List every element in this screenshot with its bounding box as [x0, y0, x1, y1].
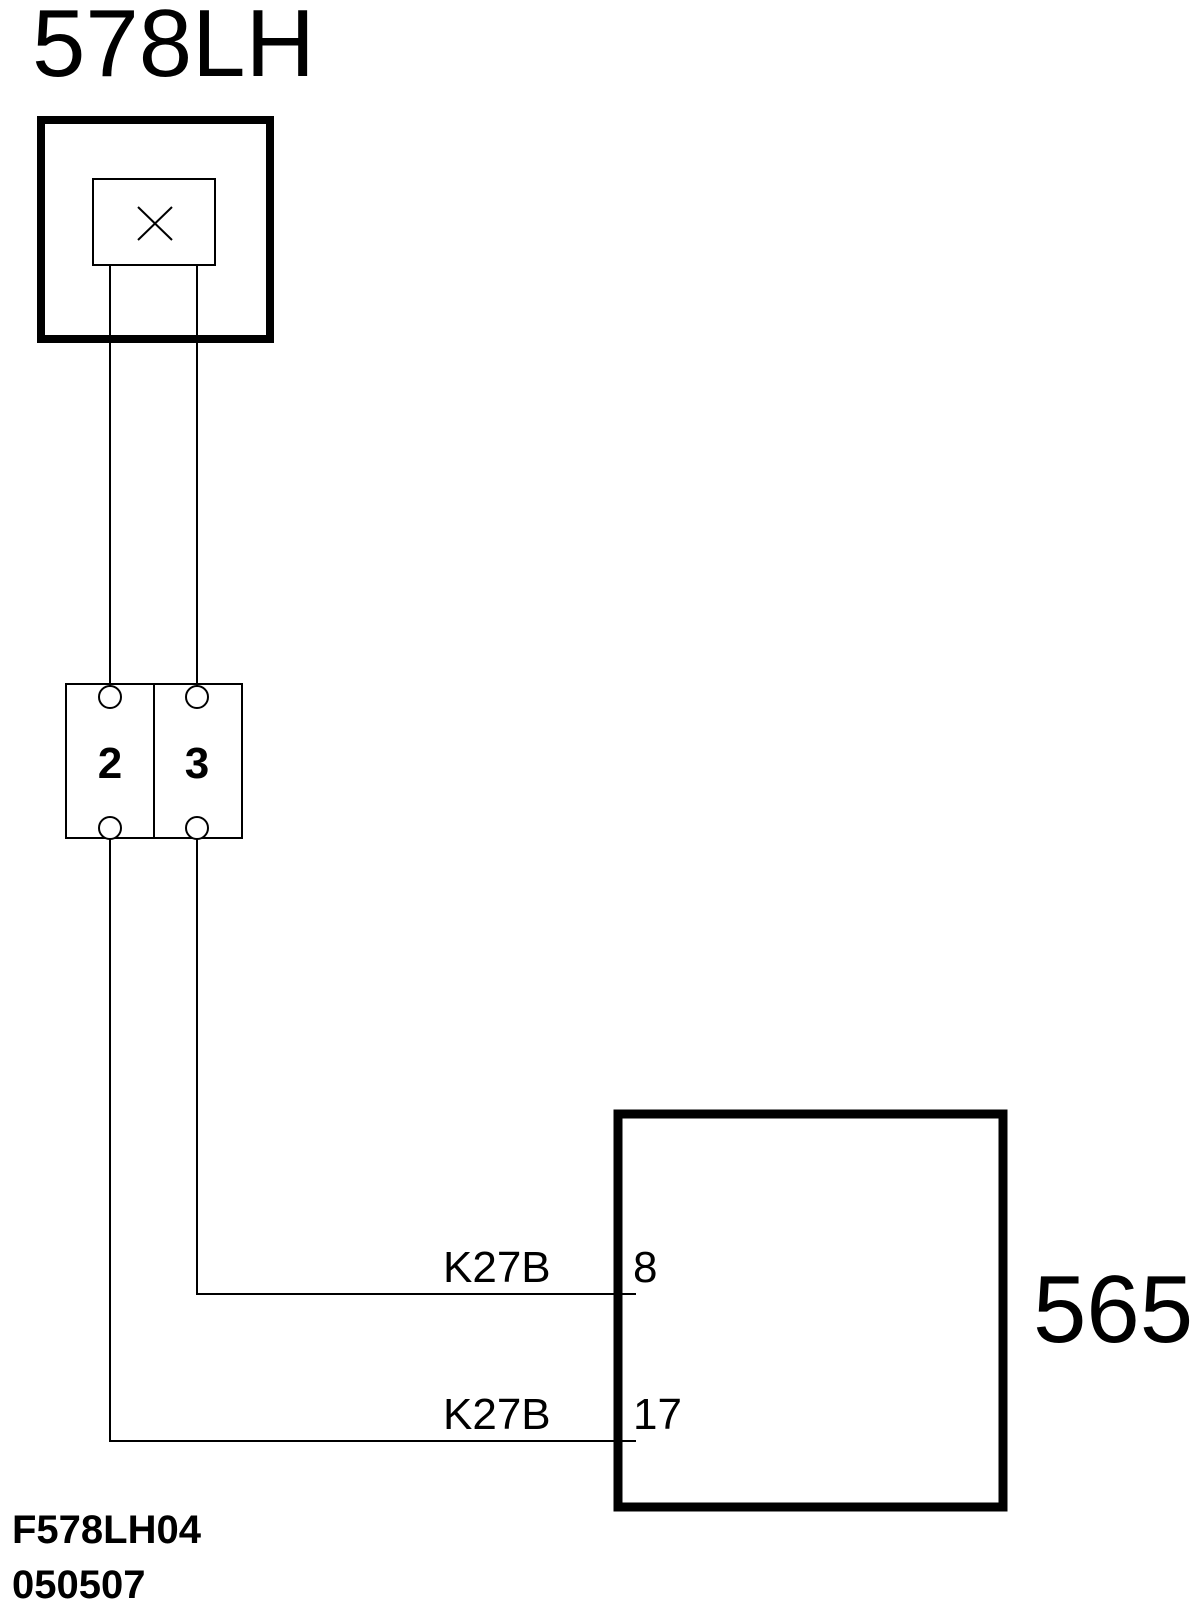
pin-8-label: 8 — [633, 1243, 657, 1292]
wire-k27b-pin-8 — [196, 839, 636, 1295]
component-578lh-box — [37, 116, 274, 343]
wire-label-k27b: K27B — [443, 1390, 551, 1439]
wire-label-k27b: K27B — [443, 1243, 551, 1292]
drawing-code: F578LH04 — [12, 1508, 202, 1552]
component-565-label: 565 — [1033, 1256, 1193, 1363]
drawing-date: 050507 — [12, 1563, 145, 1606]
connector-pin-3-label: 3 — [185, 739, 209, 788]
cross-icon — [137, 206, 173, 241]
terminal-circle — [98, 685, 122, 709]
terminal-circle — [98, 816, 122, 840]
terminal-circle — [185, 816, 209, 840]
wire-k27b-pin-17 — [109, 839, 636, 1442]
component-578lh-label: 578LH — [32, 0, 315, 97]
connector: 2 3 — [65, 683, 243, 840]
terminal-circle — [185, 685, 209, 709]
connector-pin-2-label: 2 — [98, 739, 122, 788]
sensor-element — [92, 178, 216, 266]
component-565-box — [613, 1109, 1008, 1512]
pin-17-label: 17 — [633, 1390, 682, 1439]
